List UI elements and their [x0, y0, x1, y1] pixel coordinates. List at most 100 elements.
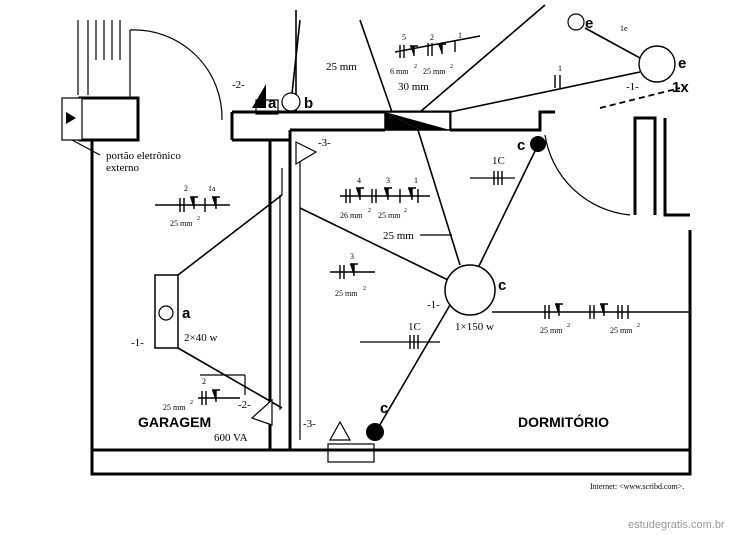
label-sup-26mm: 2: [368, 208, 371, 214]
conductor-ticks: [155, 35, 629, 405]
point-e-large: e: [678, 55, 686, 72]
ticks-top: [394, 35, 481, 58]
label-sup-25mm-d: 2: [363, 286, 366, 292]
wire-c3-c2: [377, 304, 451, 429]
label-1c-b: 1C: [408, 321, 421, 333]
wire-num-1a: 1: [458, 31, 462, 40]
label-lamp-garagem: 2×40 w: [184, 332, 217, 344]
point-c-bottom: c: [380, 400, 388, 417]
wire-num-4: 4: [357, 176, 361, 185]
outlet-dot-c-bot: [366, 423, 384, 441]
gate-motor-triangle: [66, 112, 76, 124]
switch-triangle-a: [252, 84, 266, 108]
gate-door-arc: [129, 29, 223, 121]
label-600va: 600 VA: [214, 432, 248, 444]
dorm-door-arc: [544, 134, 631, 216]
ticks-right: [544, 303, 629, 319]
gate-label-2: externo: [106, 162, 139, 174]
wire-panel-up1: [359, 19, 393, 113]
point-1x: 1x: [672, 79, 689, 96]
label-25mm-f: 25 mm: [610, 326, 633, 335]
right-wing: [633, 116, 690, 217]
wire-panel-c3: [417, 129, 461, 266]
outlet-dot-c-top: [530, 136, 546, 152]
wire-num-2a: 2: [430, 33, 434, 42]
label-sup-25mm-b: 2: [404, 208, 407, 214]
wire-e2-1x: [599, 87, 681, 109]
label-25mm-top: 25 mm: [326, 61, 357, 73]
wire-num-2c: 2: [202, 377, 206, 386]
dorm-top-wall: [290, 110, 555, 132]
label-25mm-g: 25 mm: [163, 403, 186, 412]
wire-panel-up2: [419, 4, 546, 113]
point-c-lamp: c: [498, 277, 506, 294]
gate-leader: [71, 139, 101, 156]
label-sup-25mm-g: 2: [190, 400, 193, 406]
text-labels: GARAGEM DORMITÓRIO portão eletrônico ext…: [106, 15, 725, 531]
wire-garage-lamp-b: [177, 347, 283, 409]
wire-num-3b: 3: [350, 252, 354, 261]
switch-triangle-3: [295, 141, 318, 166]
wire-num-1c: 1a: [208, 184, 216, 193]
wire-num-3a: 3: [386, 176, 390, 185]
wire-c3-b: [299, 207, 449, 281]
ticks-1c-bot: [409, 335, 419, 349]
label-25mm-d: 25 mm: [335, 289, 358, 298]
room-dormitorio: DORMITÓRIO: [518, 413, 609, 430]
gate-block: [78, 96, 140, 142]
label-25mm-b: 25 mm: [378, 211, 401, 220]
wire-garage-lamp: [177, 194, 283, 276]
wire-num-1d: 1: [558, 64, 562, 73]
label-sup-25mm-e: 2: [567, 323, 570, 329]
watermark: estudegratis.com.br: [628, 519, 725, 531]
label-lamp-dorm: 1×150 w: [455, 321, 494, 333]
label-sup-25mm-c: 2: [197, 216, 200, 222]
circuit-1-garage: -1-: [131, 337, 144, 349]
label-26mm: 26 mm: [340, 211, 363, 220]
label-25mm-c: 25 mm: [170, 219, 193, 228]
lamp-e-small: [567, 13, 585, 31]
bottom-wall: [90, 448, 692, 476]
outlet-circle-b: [281, 92, 301, 112]
label-sup-6mm: 2: [414, 64, 417, 70]
circuit-3-bottom: -3-: [303, 418, 316, 430]
switch-triangle-3b: [328, 420, 352, 441]
point-e-small: e: [585, 15, 593, 32]
distribution-panel: [384, 111, 451, 131]
bottom-box: [327, 443, 375, 463]
wiring: [177, 4, 690, 429]
label-25mm-a: 25 mm: [423, 67, 446, 76]
wire-num-1e: 1e: [620, 24, 628, 33]
circuit-2-top: -2-: [232, 79, 245, 91]
ticks-mid: [340, 187, 430, 203]
label-25mm-e: 25 mm: [540, 326, 563, 335]
gate-label-1: portão eletrônico: [106, 150, 181, 162]
switch-box-a: [255, 99, 279, 115]
wire-num-1b: 1: [414, 176, 418, 185]
garage-lamp-circle: [158, 305, 174, 321]
wire-num-5: 5: [402, 33, 406, 42]
ticks-600va: [198, 389, 240, 405]
circuit-2-garage: -2-: [238, 399, 251, 411]
wire-e1-e2: [584, 27, 641, 59]
wire-c1-c3: [477, 144, 539, 269]
label-sup-25mm-a: 2: [450, 64, 453, 70]
ticks-e: [554, 75, 561, 88]
circuit-3-top: -3-: [318, 137, 331, 149]
dorm-lamp: [444, 264, 496, 316]
upper-left-wall: [77, 20, 121, 95]
circuit-1-lamp: -1-: [427, 299, 440, 311]
label-25mm-mid: 25 mm: [383, 230, 414, 242]
point-b-top: b: [304, 95, 313, 112]
ticks-1c-top: [493, 171, 503, 185]
point-a-top: a: [268, 95, 277, 112]
point-a-garage: a: [182, 305, 191, 322]
source-credit: Internet: <www.scribd.com>.: [590, 482, 684, 491]
label-30mm: 30 mm: [398, 81, 429, 93]
room-garagem: GARAGEM: [138, 414, 211, 430]
label-sup-25mm-f: 2: [637, 323, 640, 329]
switch-triangle-2: [250, 398, 273, 426]
point-c-top: c: [517, 137, 525, 154]
ticks-3: [330, 263, 375, 279]
